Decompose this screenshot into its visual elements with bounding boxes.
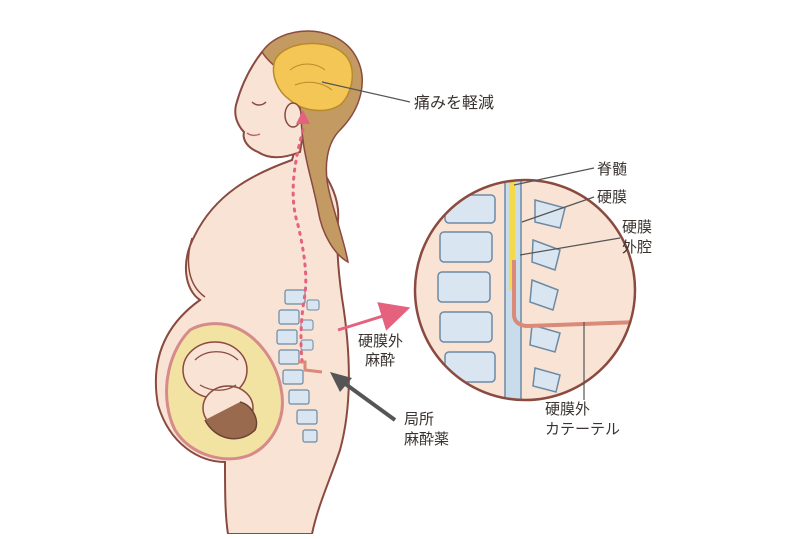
womb-with-baby: [165, 322, 284, 461]
spinal-cord-strip: [509, 180, 515, 290]
spinous-processes: [529, 199, 566, 393]
breast: [187, 237, 206, 298]
label-pain-relief: 痛みを軽減: [414, 93, 494, 112]
label-spinal-cord: 脊髄: [597, 160, 627, 178]
label-epidural-anesthesia-1: 硬膜外: [358, 332, 403, 350]
catheter-zoom: [512, 260, 635, 329]
vertebral-bodies: [437, 194, 496, 383]
label-catheter-2: カテーテル: [545, 420, 620, 438]
mouth: [246, 132, 261, 137]
fetus: [182, 341, 258, 440]
catheter-body: [298, 360, 323, 374]
zoom-detail: [413, 178, 637, 402]
label-epidural-space-2: 外腔: [622, 238, 652, 256]
label-dura-mater: 硬膜: [597, 188, 627, 206]
upward-arrow-icon: [296, 110, 310, 124]
brain: [272, 42, 354, 112]
dark-arrow-icon: [330, 372, 397, 422]
label-epidural-anesthesia-2: 麻酔: [365, 351, 395, 369]
label-catheter-1: 硬膜外: [545, 400, 590, 418]
label-epidural-space-1: 硬膜: [622, 218, 652, 236]
label-local-anesthetic-1: 局所: [404, 410, 434, 428]
nerve-signal-dotted-line: [291, 128, 308, 362]
closed-eye: [251, 101, 267, 106]
leader-lines: [321, 81, 621, 400]
label-local-anesthetic-2: 麻酔薬: [404, 430, 449, 448]
pink-arrow-to-zoom: [337, 302, 411, 332]
woman-figure: [154, 30, 363, 535]
